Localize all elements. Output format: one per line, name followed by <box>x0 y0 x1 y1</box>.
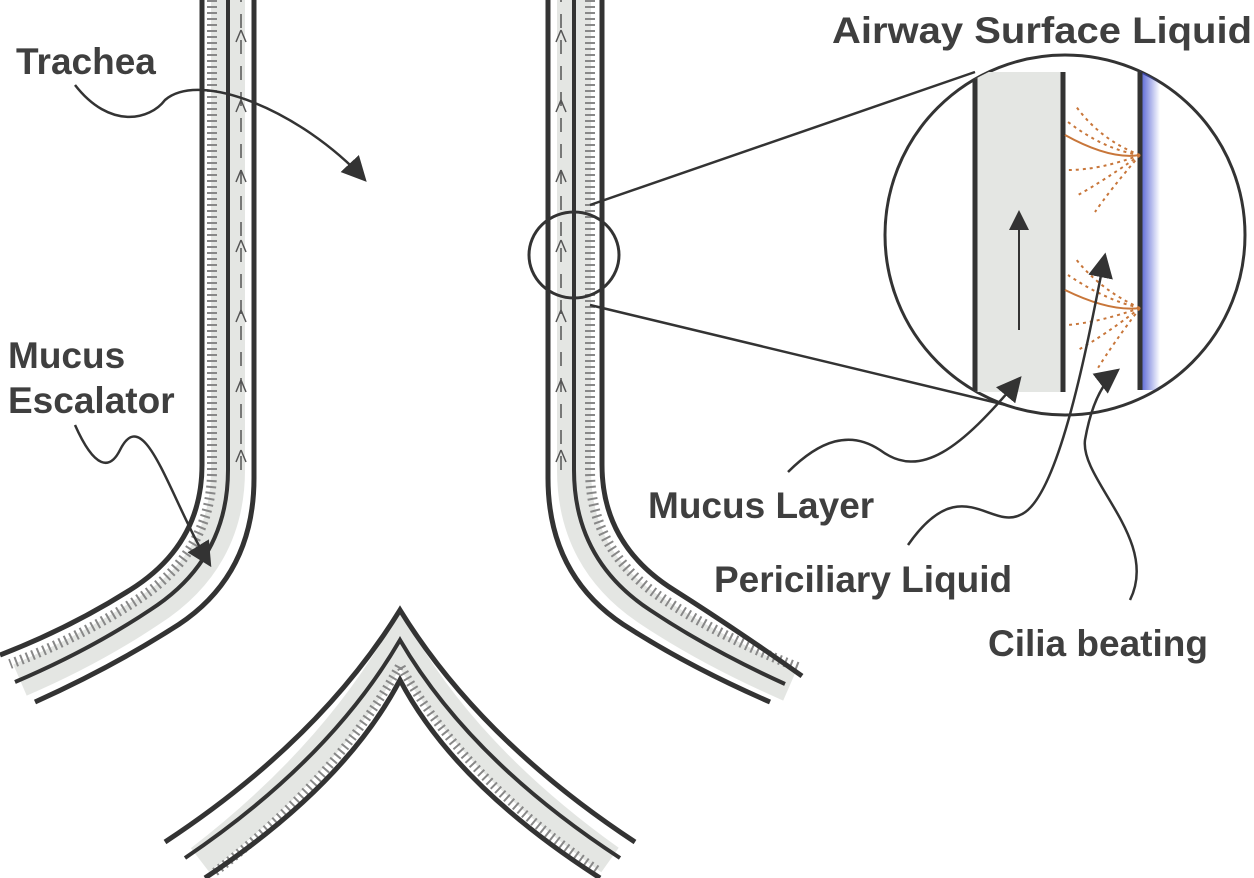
cilia-group-bottom <box>1064 257 1141 369</box>
magnifier-connector-lines <box>589 70 1036 414</box>
mucus-escalator-label-line1: Mucus <box>8 335 125 376</box>
cilia-group-top <box>1064 104 1141 213</box>
mucus-layer-label: Mucus Layer <box>648 485 874 526</box>
trachea-label: Trachea <box>16 41 156 82</box>
right-escalator-arrows <box>555 29 567 463</box>
magnifier-source-circle <box>527 210 621 300</box>
mucus-layer-leader <box>787 376 1022 473</box>
carina-wall <box>163 605 637 878</box>
mucus-escalator-label-line2: Escalator <box>8 380 175 421</box>
right-trachea-wall <box>545 0 804 705</box>
epithelium-layer <box>1140 70 1160 390</box>
mucus-escalator-leader <box>73 424 212 568</box>
zoom-inset-circle <box>883 53 1247 417</box>
trachea-leader <box>74 84 367 182</box>
left-escalator-arrows <box>235 29 247 463</box>
leader-lines <box>73 84 1138 601</box>
cilia-beating-label: Cilia beating <box>988 623 1208 664</box>
periciliary-liquid-label: Periciliary Liquid <box>714 559 1012 600</box>
airway-surface-liquid-label: Airway Surface Liquid <box>832 10 1252 51</box>
cilia-beating-leader <box>1083 368 1138 601</box>
left-trachea-wall <box>0 0 257 705</box>
periciliary-leader <box>906 252 1113 546</box>
